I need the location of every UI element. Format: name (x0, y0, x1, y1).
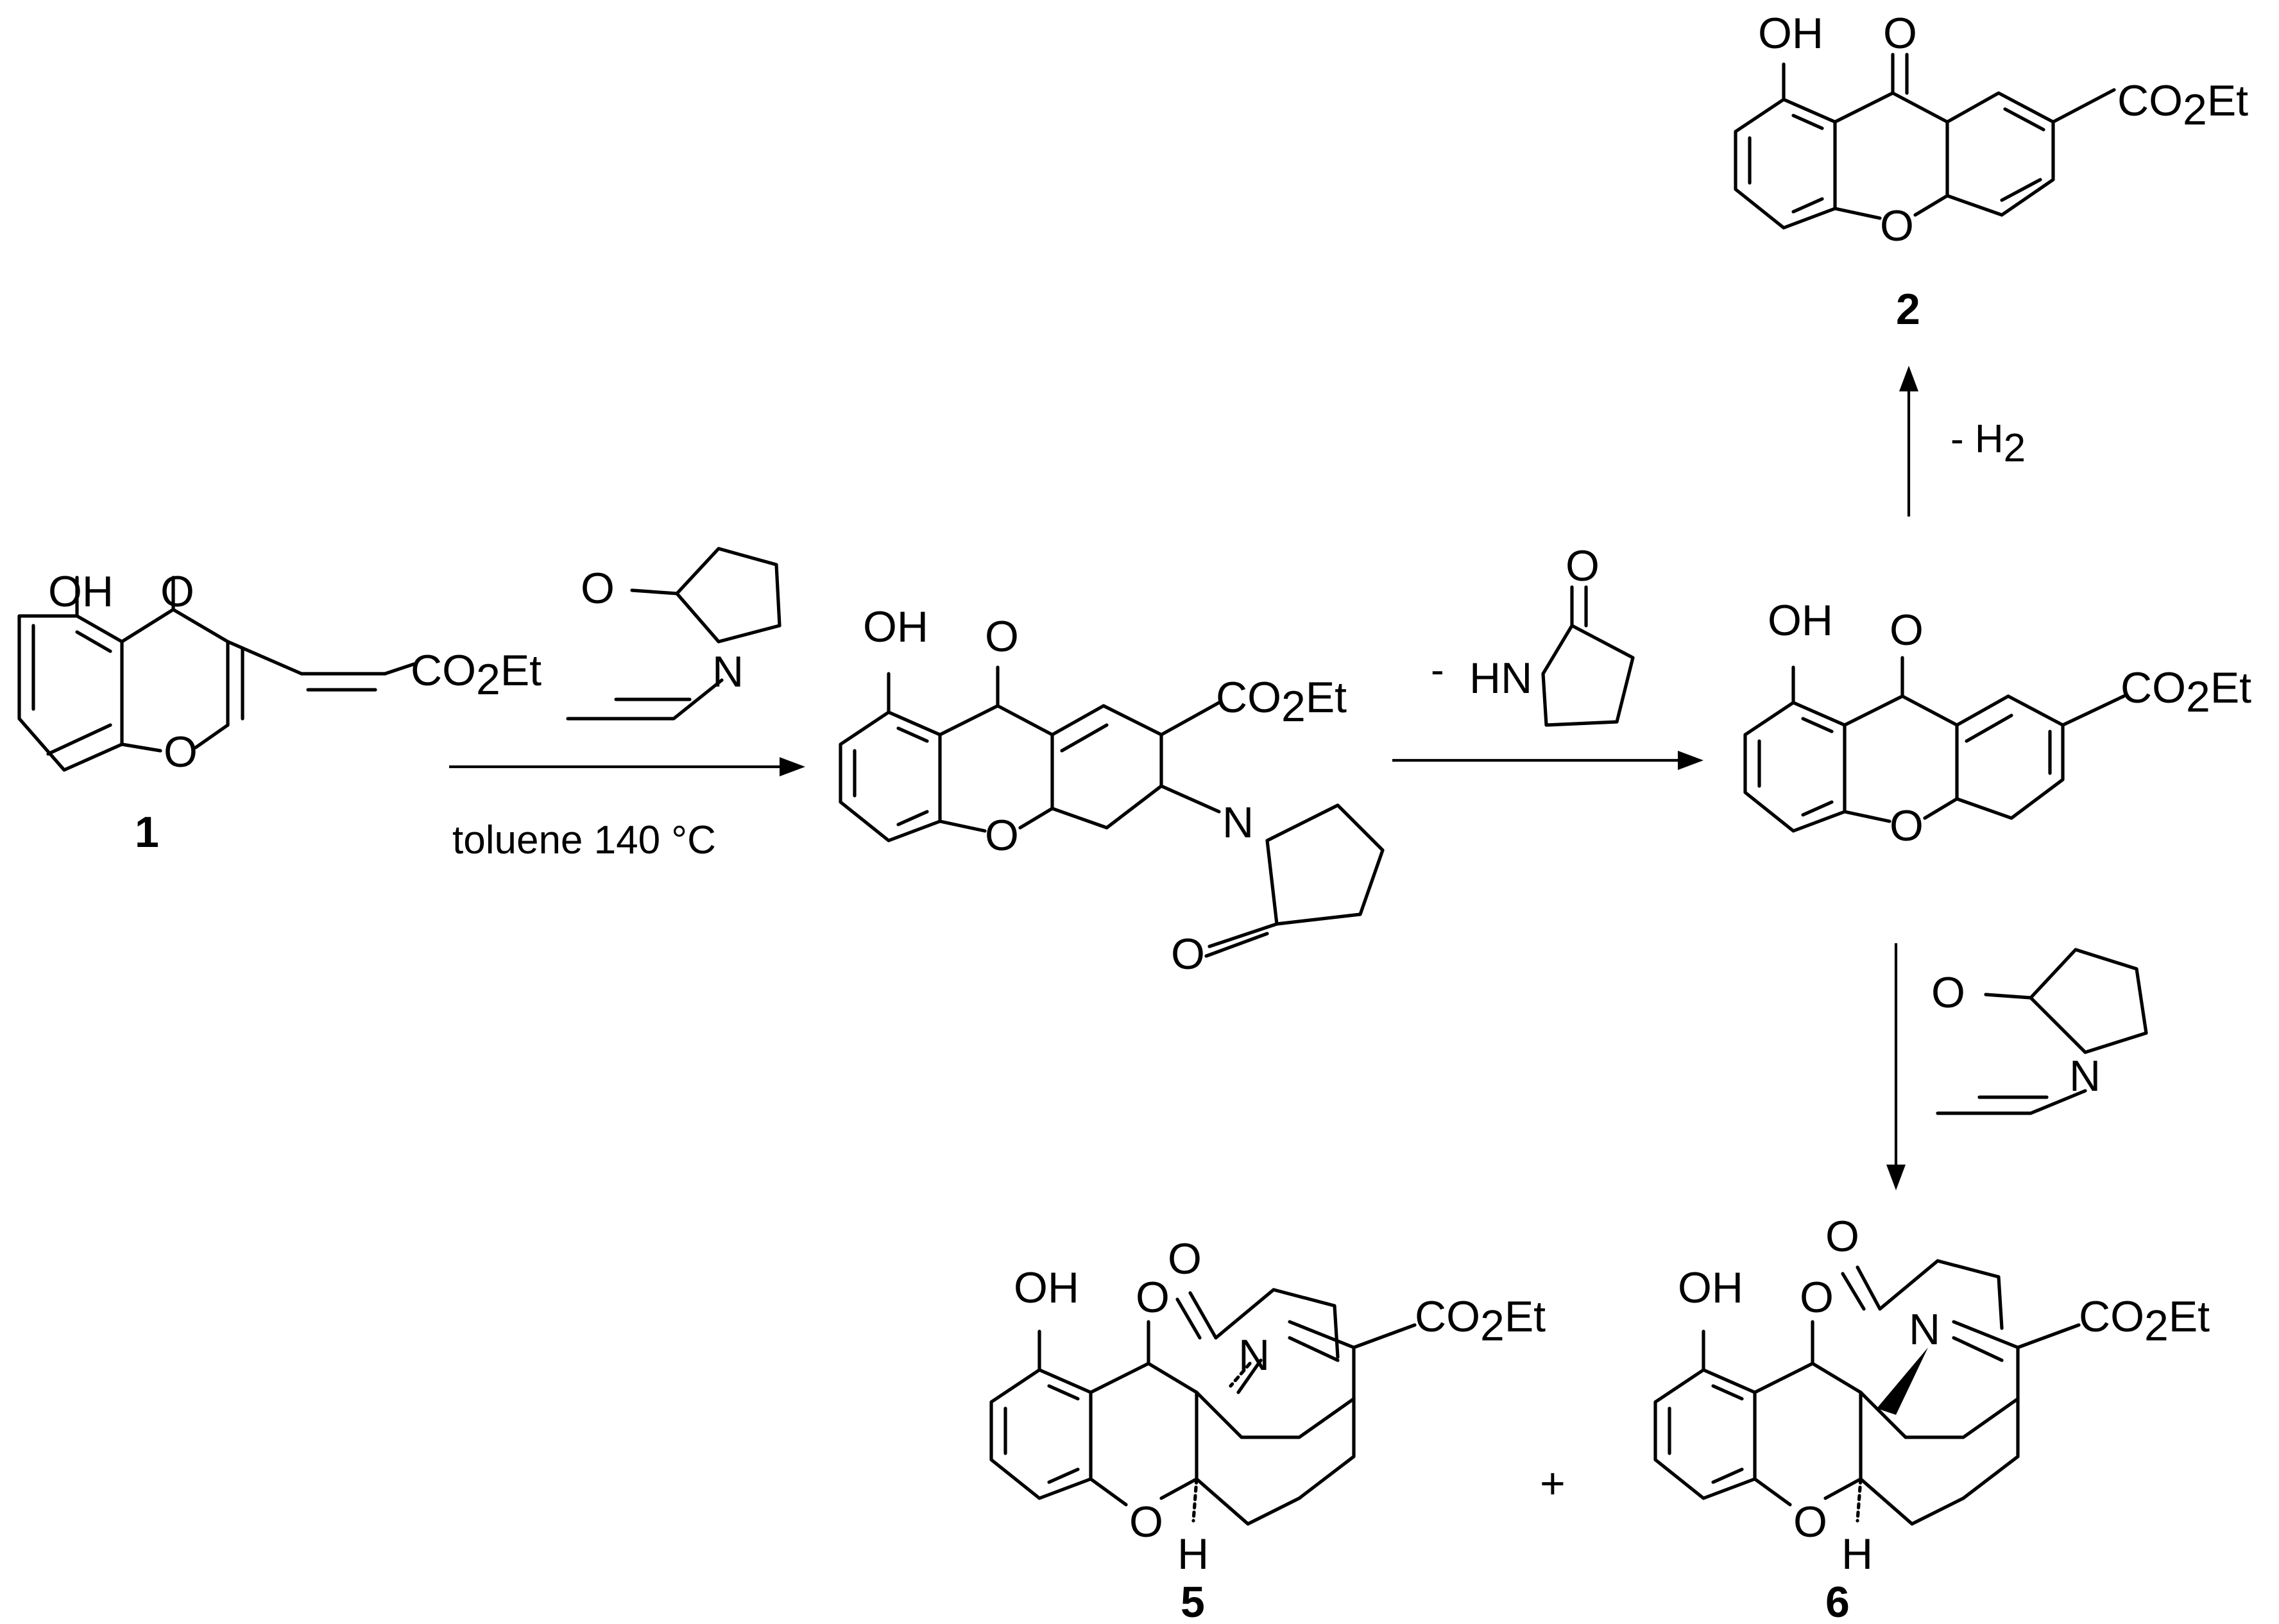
reaction-arrow-4 (1886, 943, 1906, 1190)
dihydroxanthone-ring-o-label: O (1890, 801, 1924, 850)
compound-1-number: 1 (135, 808, 159, 857)
adduct-oh-label: OH (863, 603, 928, 651)
reagent-1-n-label: N (712, 647, 744, 696)
dihydroxanthone-carbonyl-o-label: O (1890, 606, 1924, 654)
intermediate-dihydroxanthone: OH O O CO2Et (1743, 596, 2251, 850)
condition-toluene: toluene 140 °C (452, 818, 716, 862)
compound-5-ester-label: CO2Et (1415, 1292, 1546, 1350)
reagent-vinylpyrrolidinone-1: O N (566, 547, 781, 721)
compound-2-ring-o-label: O (1880, 201, 1914, 250)
compound-6-ester-label: CO2Et (2079, 1292, 2210, 1350)
adduct-ring-o-label: O (985, 811, 1019, 860)
compound-5-h-label: H (1177, 1530, 1209, 1578)
compound-5-lactam-o-label: O (1168, 1235, 1202, 1283)
compound-6: OH O O N O H CO2Et 6 (1653, 1212, 2210, 1624)
compound-2-oh-label: OH (1758, 9, 1823, 58)
leaving-group-o-label: O (1566, 542, 1600, 590)
compound-5: OH O O N O H CO2Et 5 (989, 1235, 1546, 1624)
adduct-ester-label: CO2Et (1216, 673, 1347, 731)
compound-1-carbonyl-o-label: O (160, 567, 194, 616)
compound-6-oh-label: OH (1678, 1263, 1743, 1312)
dihydroxanthone-oh-label: OH (1768, 596, 1833, 645)
reagent-2-o-label: O (1931, 968, 1965, 1017)
reaction-arrow-2 (1392, 751, 1703, 770)
compound-5-n-label: N (1238, 1331, 1270, 1380)
plus-sign: + (1540, 1459, 1566, 1508)
reagent-1-o-label: O (581, 564, 615, 613)
compound-2: OH O O CO2Et 2 (1734, 9, 2248, 334)
compound-5-carbonyl-o-label: O (1136, 1273, 1170, 1322)
adduct-carbonyl-o-label: O (985, 612, 1019, 661)
compound-5-ring-o-label: O (1129, 1498, 1163, 1546)
compound-6-number: 6 (1825, 1578, 1850, 1624)
compound-6-ring-o-label: O (1793, 1498, 1827, 1546)
reagent-2-n-label: N (2069, 1052, 2101, 1100)
compound-1: OH O O CO2Et 1 (17, 567, 542, 857)
compound-6-carbonyl-o-label: O (1800, 1273, 1834, 1322)
compound-6-n-label: N (1909, 1305, 1940, 1354)
reaction-arrow-1 (449, 757, 805, 776)
compound-6-lactam-o-label: O (1825, 1212, 1859, 1261)
reagent-vinylpyrrolidinone-2: O N (1931, 948, 2148, 1115)
adduct-lactam-o-label: O (1171, 930, 1205, 979)
adduct-n-label: N (1222, 798, 1254, 847)
reaction-arrow-3 (1899, 366, 1918, 517)
compound-5-number: 5 (1181, 1578, 1205, 1624)
compound-6-wedge-bond (1877, 1347, 1928, 1415)
leaving-group-hn-label: HN (1469, 654, 1532, 703)
intermediate-adduct: OH O O CO2Et N O (839, 603, 1385, 979)
leaving-group-minus: - (1431, 648, 1444, 692)
dihydroxanthone-ester-label: CO2Et (2121, 663, 2251, 721)
leaving-group-pyrrolidinone: - HN O (1431, 542, 1635, 727)
compound-6-h-label: H (1841, 1530, 1873, 1578)
compound-5-oh-label: OH (1014, 1263, 1079, 1312)
compound-2-ester-label: CO2Et (2117, 76, 2248, 134)
compound-1-ring-o-label: O (164, 728, 198, 776)
compound-1-ester-label: CO2Et (411, 646, 542, 704)
compound-2-number: 2 (1896, 285, 1920, 334)
compound-2-carbonyl-o-label: O (1883, 9, 1917, 58)
condition-minus-h2: - H2 (1950, 417, 2026, 470)
compound-1-oh-label: OH (48, 567, 114, 616)
